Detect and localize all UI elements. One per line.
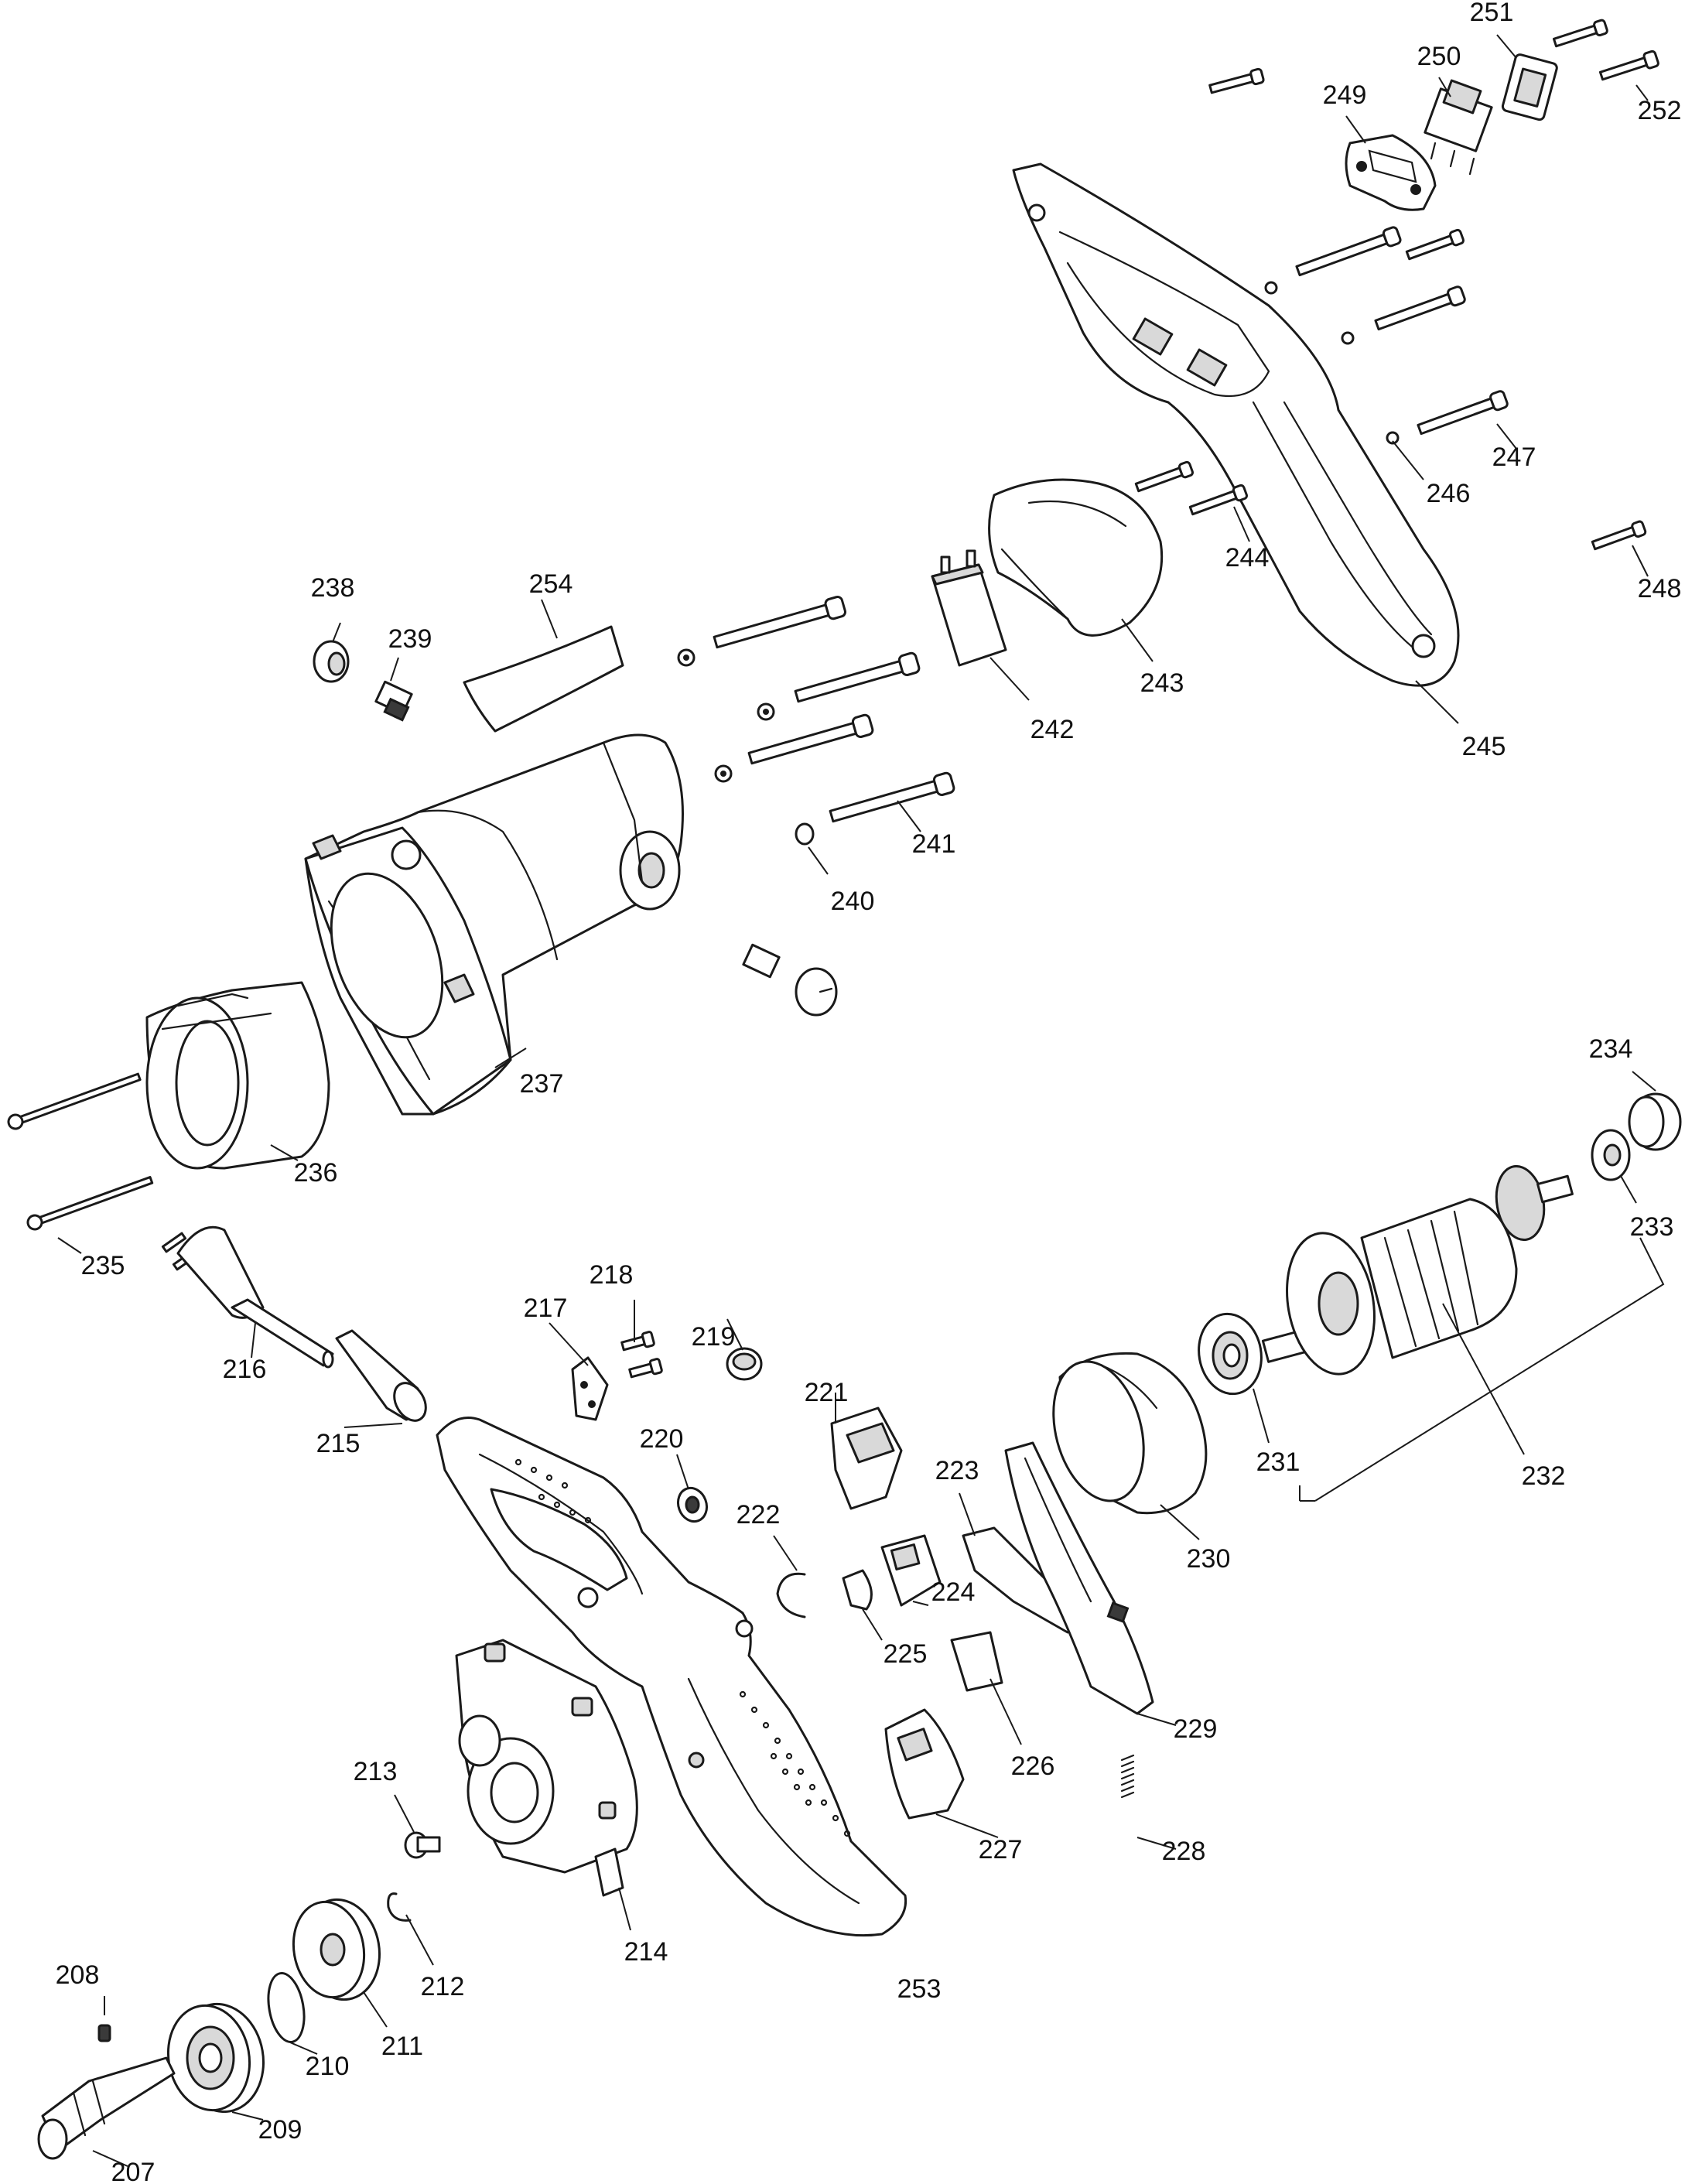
label-243: 243 [1140,668,1184,698]
label-212: 212 [421,1972,465,2001]
handle-housing-245 [1012,162,1460,687]
clip-222 [776,1572,806,1618]
trigger-229 [1004,1441,1154,1715]
part-labels: 207 208 209 210 211 212 213 214 215 216 … [56,0,1682,2184]
label-238: 238 [311,573,355,603]
grommet-219 [726,1347,763,1381]
leader-lines [57,34,1665,2167]
label-244: 244 [1225,543,1270,572]
label-220: 220 [640,1424,684,1454]
label-221: 221 [805,1378,849,1407]
label-217: 217 [524,1294,568,1323]
label-245: 245 [1462,732,1506,761]
label-228: 228 [1162,1837,1206,1866]
washer-240 [795,822,815,846]
bearing-209 [166,2002,265,2114]
spindle-207 [37,2056,176,2160]
label-218: 218 [590,1260,634,1290]
label-237: 237 [520,1069,564,1099]
module-221 [830,1406,903,1510]
handle-bracket-249 [1345,134,1437,211]
brush-assembly-lower [742,943,838,1017]
label-222: 222 [737,1500,781,1529]
label-246: 246 [1427,479,1471,508]
retaining-ring-212 [387,1892,412,1922]
label-216: 216 [223,1355,267,1384]
label-215: 215 [316,1429,361,1458]
screw-set-top [1134,19,1659,551]
vent-dots [514,1458,851,1837]
label-253: 253 [897,1974,942,2004]
label-252: 252 [1638,96,1682,125]
bearing-211 [292,1898,381,2001]
long-bolts-235 [7,1072,154,1231]
nut-220 [676,1486,709,1523]
gear-housing-214 [455,1639,638,1897]
switch-cover-251 [1501,53,1558,121]
bearing-231 [1198,1312,1263,1396]
label-230: 230 [1187,1544,1231,1574]
label-224: 224 [931,1577,976,1607]
ring-210 [267,1972,306,2043]
capacitor-242 [931,549,1007,667]
label-241: 241 [912,829,956,859]
brush-holder-239 [374,680,413,722]
label-229: 229 [1174,1714,1218,1744]
label-234: 234 [1589,1034,1633,1064]
screw-213 [404,1831,441,1859]
label-235: 235 [81,1251,125,1280]
label-231: 231 [1256,1447,1300,1477]
label-250: 250 [1417,42,1461,71]
switch-module-227 [884,1708,965,1820]
clamp-217 [571,1356,609,1421]
sleeve-234 [1628,1092,1682,1151]
label-214: 214 [624,1937,668,1967]
motor-housing-237 [304,733,684,1116]
bearing-233 [1591,1129,1631,1181]
insulation-sheet-254 [463,625,624,733]
brush-cap-238 [313,640,350,683]
label-232: 232 [1522,1461,1566,1491]
label-227: 227 [979,1835,1023,1864]
label-242: 242 [1030,715,1075,744]
switch-250 [1424,79,1493,176]
label-219: 219 [692,1322,736,1352]
label-225: 225 [884,1639,928,1669]
label-248: 248 [1638,574,1682,603]
label-251: 251 [1470,0,1514,27]
screws-218 [620,1331,663,1379]
motor-cover-243 [988,478,1164,637]
label-254: 254 [529,569,573,599]
label-207: 207 [111,2158,156,2184]
label-249: 249 [1323,80,1367,110]
label-236: 236 [294,1158,338,1188]
label-213: 213 [354,1757,398,1786]
fan-baffle-230 [1052,1352,1208,1515]
cord-guard-215 [335,1329,427,1422]
knob-225 [842,1569,873,1611]
switch-224 [880,1534,942,1607]
lower-housing-253 [436,1417,907,1937]
power-cord-216 [161,1225,334,1369]
key-208 [97,2024,111,2042]
label-240: 240 [831,887,875,916]
long-screws-241 [677,596,955,843]
insulator-226 [950,1631,1003,1692]
label-211: 211 [381,2032,423,2061]
label-223: 223 [935,1456,979,1485]
armature-232 [1261,1164,1574,1376]
spring-228 [1120,1754,1135,1799]
label-208: 208 [56,1960,100,1990]
label-239: 239 [388,624,432,654]
label-210: 210 [306,2052,350,2081]
label-226: 226 [1011,1752,1055,1781]
stator-236 [145,981,330,1170]
label-209: 209 [258,2115,302,2145]
label-233: 233 [1630,1212,1674,1242]
label-247: 247 [1492,443,1536,472]
